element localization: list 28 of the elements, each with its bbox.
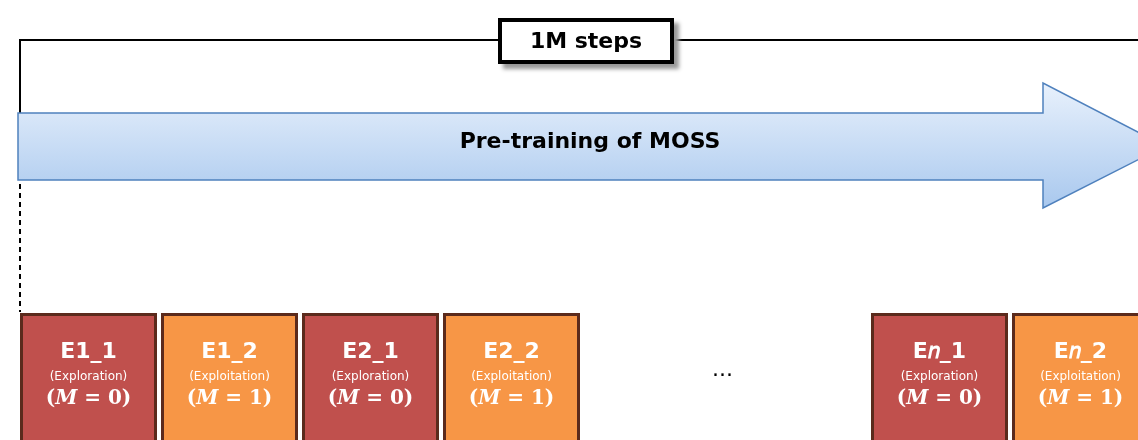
mode-formula: (M = 1) [1036, 385, 1125, 409]
episode-block [1012, 313, 1138, 440]
block-title: E2_1 [341, 338, 400, 363]
mode-formula: (M = 0) [44, 385, 133, 409]
block-title: E1_1 [59, 338, 118, 363]
episode-block [302, 313, 439, 440]
phase-label: (Exploitation) [470, 369, 553, 383]
episode-block [871, 313, 1008, 440]
mode-formula: (M = 0) [326, 385, 415, 409]
phase-label: (Exploitation) [1039, 369, 1122, 383]
phase-label: (Exploration) [48, 369, 129, 383]
block-title: E𝑛_1 [911, 338, 968, 363]
progress-arrow [17, 81, 1138, 210]
block-title: E𝑛_2 [1052, 338, 1109, 363]
episode-block [161, 313, 298, 440]
episode-block [443, 313, 580, 440]
block-title: E1_2 [200, 338, 259, 363]
mode-formula: (M = 0) [895, 385, 984, 409]
episode-block [20, 313, 157, 440]
arrow-label: Pre-training of MOSS [458, 128, 722, 153]
mode-formula: (M = 1) [467, 385, 556, 409]
step-count-box: 1M steps [498, 18, 674, 64]
phase-label: (Exploration) [330, 369, 411, 383]
phase-label: (Exploration) [899, 369, 980, 383]
mode-formula: (M = 1) [185, 385, 274, 409]
block-title: E2_2 [482, 338, 541, 363]
ellipsis: ... [712, 356, 733, 381]
phase-label: (Exploitation) [188, 369, 271, 383]
